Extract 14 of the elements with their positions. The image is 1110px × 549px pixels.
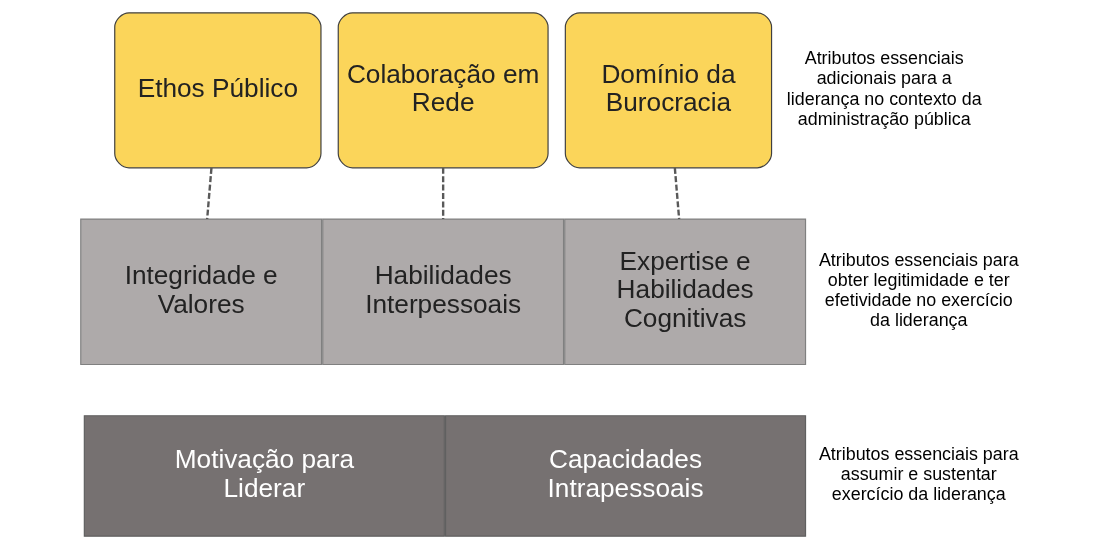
node-box: Integridade e Valores — [79, 218, 322, 366]
connector — [205, 167, 213, 220]
connector — [441, 167, 444, 219]
node-box: Habilidades Interpessoais — [321, 218, 564, 366]
node-box: Ethos Público — [113, 12, 322, 169]
node-box: Domínio da Burocracia — [564, 12, 772, 169]
label: Atributos essenciais adicionais para a liderança no contexto da administração pública — [786, 48, 982, 129]
label: Atributos essenciais para assumir e sustentar exercício da liderança — [818, 443, 1019, 505]
node-box: Expertise e Habilidades Cognitivas — [563, 218, 806, 366]
node-box: Motivação para Liderar — [83, 415, 445, 537]
label: Atributos essenciais para obter legitimidade e ter efetividade no exercício da liderança — [818, 249, 1019, 331]
node-box: Capacidades Intrapessoais — [444, 415, 806, 537]
connector — [673, 167, 680, 220]
node-box: Colaboração em Rede — [337, 12, 549, 169]
